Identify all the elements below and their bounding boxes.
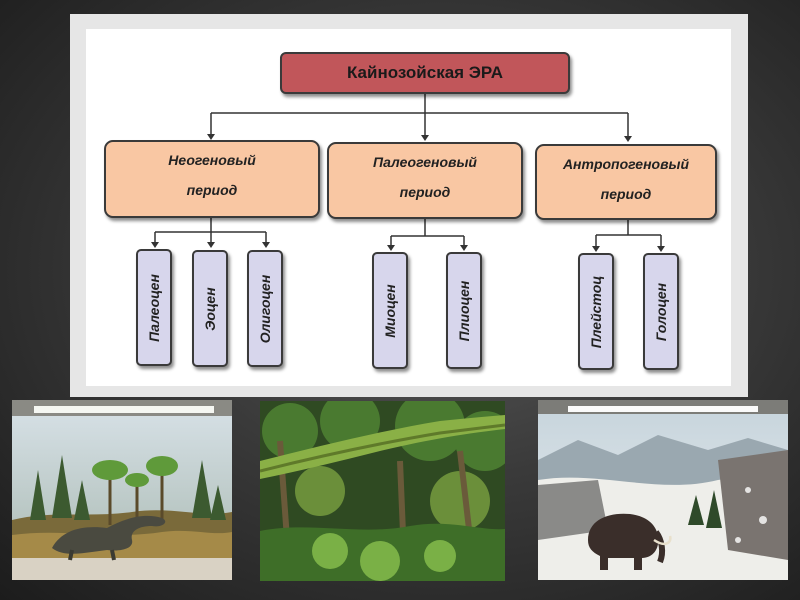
period-label-line2: период [399, 184, 451, 200]
mammoth-diorama-photo [538, 400, 788, 580]
epoch-label: Плиоцен [456, 280, 472, 341]
period-box-anthropogene: Антропогеновый период [535, 144, 717, 220]
epoch-label: Миоцен [382, 283, 398, 338]
epoch-label: Палеоцен [146, 273, 162, 342]
mossy-forest-photo [260, 401, 505, 581]
period-box-neogene: Неогеновый период [104, 140, 320, 218]
epoch-label: Голоцен [653, 282, 669, 341]
epoch-box-miocene: Миоцен [372, 252, 408, 369]
period-label-line1: Неогеновый [168, 152, 256, 168]
epoch-label: Олигоцен [257, 274, 273, 343]
epoch-box-oligocene: Олигоцен [247, 250, 283, 367]
epoch-box-eocene: Эоцен [192, 250, 228, 367]
epoch-label: Плейстоц [588, 275, 604, 348]
period-label-line2: период [186, 182, 238, 198]
period-label-line2: период [600, 186, 652, 202]
era-box: Кайнозойская ЭРА [280, 52, 570, 94]
epoch-box-pleistocene: Плейстоц [578, 253, 614, 370]
epoch-box-pliocene: Плиоцен [446, 252, 482, 369]
epoch-box-holocene: Голоцен [643, 253, 679, 370]
period-label-line1: Антропогеновый [562, 156, 690, 172]
epoch-box-paleocene: Палеоцен [136, 249, 172, 366]
dinosaur-diorama-photo [12, 400, 232, 580]
period-label-line1: Палеогеновый [373, 154, 477, 170]
epoch-label: Эоцен [202, 286, 218, 331]
period-box-paleogene: Палеогеновый период [327, 142, 523, 219]
